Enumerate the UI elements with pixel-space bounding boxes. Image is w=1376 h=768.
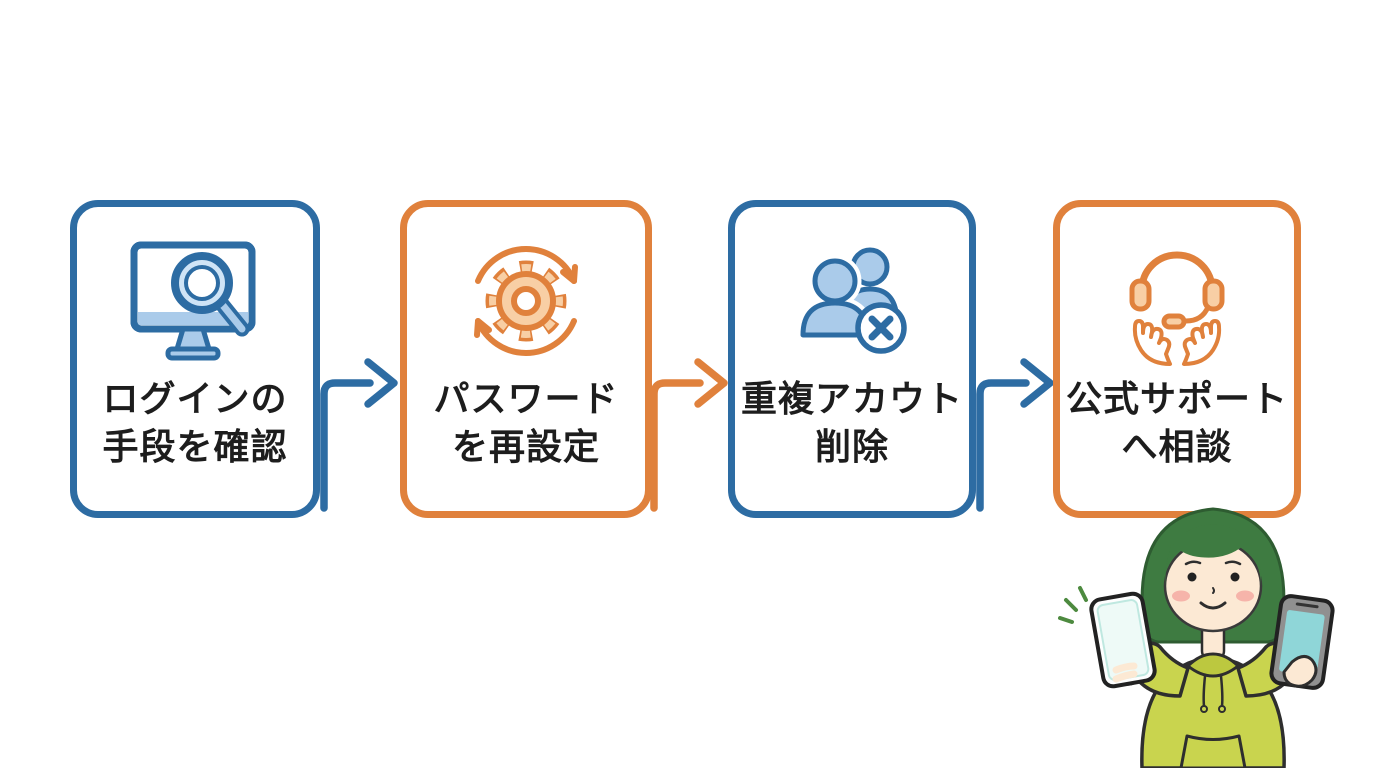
gear-refresh-icon (474, 246, 578, 356)
step-contact-official-support: 公式サポート へ相談 (1053, 200, 1301, 518)
woman-with-two-phones-illustration (1058, 507, 1335, 768)
duplicate-account-delete-icon (796, 247, 907, 354)
step-label-line2: 削除 (814, 425, 889, 467)
step-label-line1: ログインの (102, 378, 288, 419)
headset-support-icon (1129, 251, 1225, 366)
arrow-step2-to-step3 (650, 358, 728, 512)
step-label-line2: 手段を確認 (102, 425, 288, 467)
step-label-line2: を再設定 (451, 425, 600, 467)
step-label-line1: 重複アカウト (740, 378, 963, 419)
step-label-line1: 公式サポート (1065, 378, 1288, 419)
step-label: 重複アカウト 削除 (735, 375, 969, 470)
step-label: ログインの 手段を確認 (77, 375, 313, 470)
arrow-step1-to-step2 (320, 358, 398, 512)
step-label-line1: パスワード (433, 378, 619, 419)
step-label: 公式サポート へ相談 (1060, 375, 1294, 470)
step-reset-password: パスワード を再設定 (400, 200, 652, 518)
monitor-search-icon (130, 241, 256, 361)
step-label: パスワード を再設定 (407, 375, 645, 470)
step-label-line2: へ相談 (1121, 425, 1233, 467)
step-delete-duplicate-account: 重複アカウト 削除 (728, 200, 976, 518)
arrow-step3-to-step4 (976, 358, 1054, 512)
step-check-login-method: ログインの 手段を確認 (70, 200, 320, 518)
